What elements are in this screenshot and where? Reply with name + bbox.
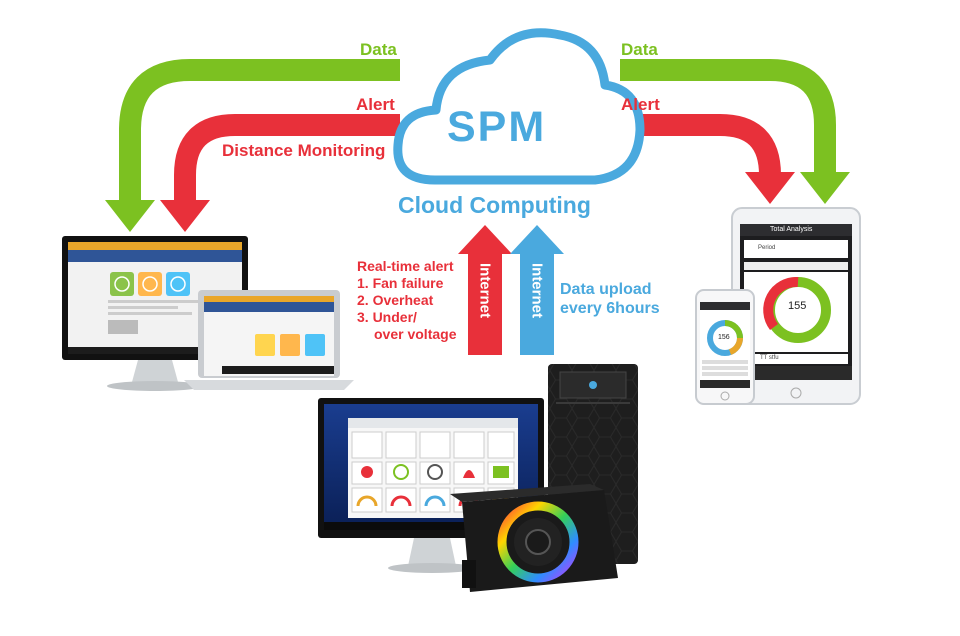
internet-blue-arrowhead	[510, 225, 564, 254]
tablet-period-label: Period	[758, 245, 776, 251]
left-alert-arrowhead	[160, 200, 210, 232]
left-laptop	[184, 290, 354, 390]
cloud-subtitle: Cloud Computing	[398, 192, 591, 218]
right-data-arrow	[620, 59, 836, 175]
realtime-alert-item-4: over voltage	[374, 326, 457, 342]
realtime-alert-item-2: 2. Overheat	[357, 292, 434, 308]
tablet-title: Total Analysis	[770, 226, 813, 233]
phone	[695, 289, 755, 405]
phone-center-value: 156	[718, 334, 730, 341]
right-alert-label: Alert	[621, 95, 660, 114]
realtime-alert-heading: Real-time alert	[357, 258, 454, 274]
tablet-donut-red	[763, 276, 799, 331]
internet-blue-shaft	[520, 252, 554, 355]
power-supply-unit	[450, 484, 618, 592]
internet-red-shaft	[468, 252, 502, 355]
data-upload-line-2: every 6hours	[560, 300, 660, 317]
left-data-label: Data	[360, 40, 397, 59]
right-alert-arrow	[620, 114, 781, 176]
left-alert-label: Alert	[356, 95, 395, 114]
realtime-alert-item-3: 3. Under/	[357, 309, 417, 325]
tablet	[731, 207, 861, 405]
right-alert-arrowhead	[745, 172, 795, 204]
internet-blue-label: Internet	[528, 262, 546, 318]
internet-red-arrowhead	[458, 225, 512, 254]
right-data-label: Data	[621, 40, 658, 59]
left-data-arrowhead	[105, 200, 155, 232]
data-upload-block: Data upload every 6hours	[560, 280, 660, 318]
right-data-arrowhead	[800, 172, 850, 204]
realtime-alert-item-1: 1. Fan failure	[357, 275, 444, 291]
realtime-alert-block: Real-time alert 1. Fan failure 2. Overhe…	[357, 258, 456, 343]
distance-monitoring-label: Distance Monitoring	[222, 141, 386, 160]
data-upload-line-1: Data upload	[560, 281, 652, 298]
spm-cloud	[393, 28, 645, 185]
internet-red-label: Internet	[476, 262, 494, 318]
tablet-footer: TT stfu	[760, 355, 779, 361]
left-alert-arrow	[174, 114, 400, 205]
tablet-center-value: 155	[788, 300, 807, 312]
cloud-title: SPM	[447, 103, 547, 151]
left-data-arrow	[119, 59, 400, 205]
